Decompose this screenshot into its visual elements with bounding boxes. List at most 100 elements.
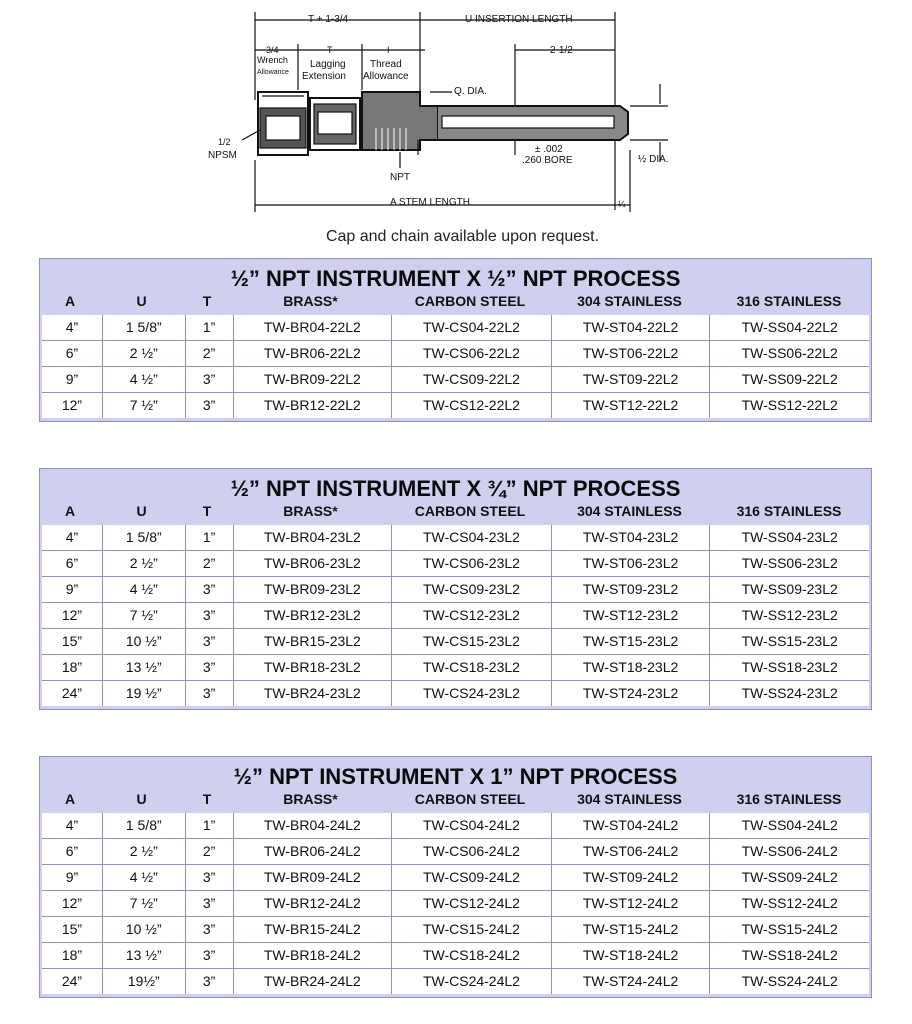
cell-a: 15” [61,921,83,937]
cell-t: 3” [184,367,233,392]
cell-u: 19½” [101,969,185,994]
header-carbon-steel: CARBON STEEL [414,503,526,519]
cell-u: 10 ½” [101,917,185,942]
label-u-insertion: U INSERTION LENGTH [465,14,573,25]
cell-t: 3” [184,393,233,418]
header-316-stainless: 316 STAINLESS [736,293,842,309]
cell-316-stainless: TW-SS24-23L2 [709,681,869,706]
cell-carbon-steel: TW-CS18-23L2 [391,655,551,680]
cell-a: 24” [61,685,83,701]
cell-a: 9” [65,371,79,387]
cell-316-stainless: TW-SS12-22L2 [709,393,869,418]
label-q-dia: Q. DIA. [454,86,487,97]
table-half-process: ½” NPT INSTRUMENT X ½” NPT PROCESS A U T… [39,258,872,422]
cell-u: 19 ½” [101,681,185,706]
table-title: ½” NPT INSTRUMENT X 1” NPT PROCESS [233,764,678,789]
cell-t: 3” [184,577,233,602]
cell-304-stainless: TW-ST24-23L2 [550,681,710,706]
label-thread-i: I [387,45,390,55]
header-u: U [136,503,147,519]
cell-t: 2” [184,341,233,366]
cell-304-stainless: TW-ST15-23L2 [550,629,710,654]
header-304-stainless: 304 STAINLESS [577,293,682,309]
cell-brass: TW-BR09-23L2 [232,577,392,602]
cell-carbon-steel: TW-CS06-23L2 [391,551,551,576]
cell-a: 12” [61,607,83,623]
cell-carbon-steel: TW-CS04-23L2 [391,525,551,550]
cell-u: 10 ½” [101,629,185,654]
cell-carbon-steel: TW-CS12-24L2 [391,891,551,916]
header-brass: BRASS* [283,293,338,309]
cell-u: 1 5/8” [101,315,185,340]
cell-carbon-steel: TW-CS18-24L2 [391,943,551,968]
cell-a: 9” [65,581,79,597]
header-a: A [64,503,76,519]
cell-carbon-steel: TW-CS09-24L2 [391,865,551,890]
cell-brass: TW-BR18-23L2 [232,655,392,680]
cell-a: 12” [61,397,83,413]
cell-a: 4” [65,817,79,833]
cell-a: 12” [61,895,83,911]
cell-t: 3” [184,603,233,628]
cell-brass: TW-BR24-24L2 [232,969,392,994]
cell-t: 3” [184,917,233,942]
label-wrench-allow: Allowance [257,69,289,76]
label-t: T [327,45,333,55]
cell-carbon-steel: TW-CS06-22L2 [391,341,551,366]
header-316-stainless: 316 STAINLESS [736,791,842,807]
header-316-stainless: 316 STAINLESS [736,503,842,519]
cell-t: 1” [184,315,233,340]
cell-u: 1 5/8” [101,525,185,550]
label-tol: ± .002 [535,144,563,155]
table-title: ½” NPT INSTRUMENT X ¾” NPT PROCESS [230,476,681,501]
label-thread-allow: Allowance [363,71,409,82]
header-carbon-steel: CARBON STEEL [414,293,526,309]
cell-carbon-steel: TW-CS04-22L2 [391,315,551,340]
label-half-npsm-1: 1/2 [218,137,231,147]
cell-brass: TW-BR12-22L2 [232,393,392,418]
cell-brass: TW-BR15-23L2 [232,629,392,654]
cell-t: 2” [184,839,233,864]
header-304-stainless: 304 STAINLESS [577,503,682,519]
header-t: T [202,293,212,309]
cell-u: 4 ½” [101,367,185,392]
cell-t: 3” [184,865,233,890]
cell-carbon-steel: TW-CS04-24L2 [391,813,551,838]
label-bore: .260 BORE [522,155,573,166]
cell-a: 6” [65,843,79,859]
cell-a: 18” [61,947,83,963]
cell-brass: TW-BR15-24L2 [232,917,392,942]
cell-carbon-steel: TW-CS15-23L2 [391,629,551,654]
cell-a: 24” [61,973,83,989]
cell-304-stainless: TW-ST09-23L2 [550,577,710,602]
label-thread: Thread [370,59,402,70]
cell-304-stainless: TW-ST12-22L2 [550,393,710,418]
header-carbon-steel: CARBON STEEL [414,791,526,807]
cell-304-stainless: TW-ST15-24L2 [550,917,710,942]
cell-a: 15” [61,633,83,649]
table-header: A U T BRASS* CARBON STEEL 304 STAINLESS … [40,291,871,311]
cell-316-stainless: TW-SS09-22L2 [709,367,869,392]
cell-brass: TW-BR12-23L2 [232,603,392,628]
cell-u: 2 ½” [101,839,185,864]
cell-brass: TW-BR04-22L2 [232,315,392,340]
cell-t: 1” [184,813,233,838]
label-extension: Extension [302,71,346,82]
label-half-npsm-2: NPSM [208,150,237,161]
cell-carbon-steel: TW-CS09-23L2 [391,577,551,602]
cell-t: 3” [184,681,233,706]
table-one-inch-process: ½” NPT INSTRUMENT X 1” NPT PROCESS A U T… [39,756,872,998]
cell-304-stainless: TW-ST04-24L2 [550,813,710,838]
note-text: Cap and chain available upon request. [325,228,600,245]
label-npt: NPT [390,172,410,183]
